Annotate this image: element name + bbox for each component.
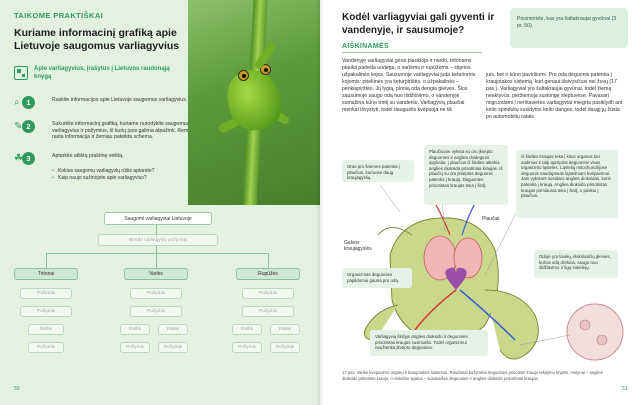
callout-skin-oxygen: Organizmas deguonies papildomai gauna pr… xyxy=(342,268,412,288)
skin-gland xyxy=(579,319,591,331)
figure-caption: 17 pav. Varlės kvėpavimo organų ir krauj… xyxy=(342,370,603,381)
diagram-root: Saugomi varliagyviai Lietuvoje xyxy=(104,212,212,225)
step-text: Raskite informacijos apie Lietuvoje saug… xyxy=(52,97,188,103)
qr-code-icon xyxy=(14,66,28,80)
resource-link[interactable]: Apie varliagyvius, įrašytus į Lietuvos r… xyxy=(14,66,194,88)
heading-rule xyxy=(342,52,482,53)
feature-box: Požymis xyxy=(130,288,182,299)
connector-line xyxy=(156,253,157,268)
connector-line xyxy=(156,224,157,238)
callout-skin-glands: Odoje yra liaukų, išskiriančių gleives, … xyxy=(534,250,618,278)
step-1: ⌕ 1 Raskite informacijos apie Lietuvoje … xyxy=(14,96,204,120)
resource-text: Apie varliagyvius, įrašytus į Lietuvos r… xyxy=(34,66,170,80)
callout-heart: Iš širdies kraujas teka į kitus organus … xyxy=(516,150,618,218)
page-number: 50 xyxy=(14,386,20,392)
feature-box: Požymis xyxy=(120,342,150,353)
body-text-left: Vandenyje varliagyviai gerai plaukioja i… xyxy=(342,58,476,113)
pencil-icon: ✎ xyxy=(14,121,23,132)
species-box: Rūšis xyxy=(270,324,300,335)
heart xyxy=(445,267,467,290)
species-box: Rūšis xyxy=(158,324,188,335)
feature-box: Požymis xyxy=(242,306,294,317)
callout-nostrils: Oras pro šnerves patenka į plaučius, kur… xyxy=(342,160,414,182)
remember-box: Prisiminkite, kas yra šaltakraujai gyvūn… xyxy=(510,8,628,48)
lesson-title: Kodėl varliagyviai gali gyventi ir vande… xyxy=(342,12,495,36)
step-number: 2 xyxy=(22,120,35,133)
frog-eye xyxy=(260,64,271,75)
step-2: ✎ 2 Sukurkite informacinį grafiką, kuria… xyxy=(14,120,204,160)
species-box: Rūšis xyxy=(120,324,150,335)
feature-box: Požymis xyxy=(20,306,72,317)
pointer-line xyxy=(519,334,571,346)
pointer-line xyxy=(379,184,401,213)
task-title: Kuriame informacinį grafiką apie Lietuvo… xyxy=(14,27,180,52)
book-gutter xyxy=(316,0,324,405)
step-text: Sukurkite informacinį grafiką, kuriame n… xyxy=(52,121,200,141)
feature-box: Požymis xyxy=(130,306,182,317)
feature-box: Požymis xyxy=(270,342,300,353)
skin-section xyxy=(566,303,624,361)
connector-line xyxy=(156,246,157,253)
skin-gland xyxy=(596,334,608,346)
step-text: Aptarkite atliktą praktinę veiklą. xyxy=(52,153,124,159)
label-lungs: Plaučiai xyxy=(482,216,500,222)
step-3: ☘ 3 Aptarkite atliktą praktinę veiklą. xyxy=(14,152,204,192)
section-tag: TAIKOME PRAKTIŠKAI xyxy=(14,11,104,20)
feature-box: Požymis xyxy=(28,342,64,353)
feature-box: Požymis xyxy=(242,288,294,299)
section-heading: AIŠKINAMĖS xyxy=(342,43,389,50)
diagram-common-features: Bendri varliagyvių požymiai xyxy=(98,234,218,246)
species-box: Rūšis xyxy=(28,324,64,335)
discussion-questions: Kokius saugomų varliagyvių rūšis aptarėt… xyxy=(52,168,192,182)
connector-line xyxy=(46,253,47,268)
group-frogs: Varlės xyxy=(124,268,188,280)
group-tritons: Tritonai xyxy=(14,268,78,280)
body-text-right: juis, bet ir kūno paviršiumi. Pro odą de… xyxy=(486,72,623,120)
feature-box: Požymis xyxy=(158,342,188,353)
question-item: Kaip naujo sužinojote apie varliagyvius? xyxy=(52,175,192,182)
connector-line xyxy=(268,253,269,268)
vein xyxy=(459,289,516,341)
step-number: 3 xyxy=(22,152,35,165)
connector-line xyxy=(46,253,268,254)
callout-lungs: Plaučiuose vyksta su oru įkvėpto deguoni… xyxy=(424,145,508,205)
page-number: 51 xyxy=(622,386,628,392)
group-toads: Rupūžės xyxy=(236,268,300,280)
search-icon: ⌕ xyxy=(14,97,20,108)
frog-anatomy-illustration xyxy=(364,179,624,361)
feature-box: Požymis xyxy=(232,342,262,353)
right-page: Kodėl varliagyviai gali gyventi ir vande… xyxy=(320,0,640,405)
left-page: TAIKOME PRAKTIŠKAI Kuriame informacinį g… xyxy=(0,0,320,405)
step-number: 1 xyxy=(22,96,35,109)
callout-mixed-blood: Varliagyvių širdyje anglies dioksido ir … xyxy=(370,330,488,356)
discussion-icon: ☘ xyxy=(14,153,23,164)
artery xyxy=(414,289,457,331)
frog-eye xyxy=(238,70,249,81)
concept-diagram: Saugomi varliagyviai Lietuvoje Bendri va… xyxy=(6,206,314,396)
label-head-vessels: Galvos kraujagyslės xyxy=(344,240,372,252)
question-item: Kokius saugomų varliagyvių rūšis aptarėt… xyxy=(52,168,192,175)
feature-box: Požymis xyxy=(20,288,72,299)
species-box: Rūšis xyxy=(232,324,262,335)
tree-frog-photo xyxy=(188,0,320,205)
